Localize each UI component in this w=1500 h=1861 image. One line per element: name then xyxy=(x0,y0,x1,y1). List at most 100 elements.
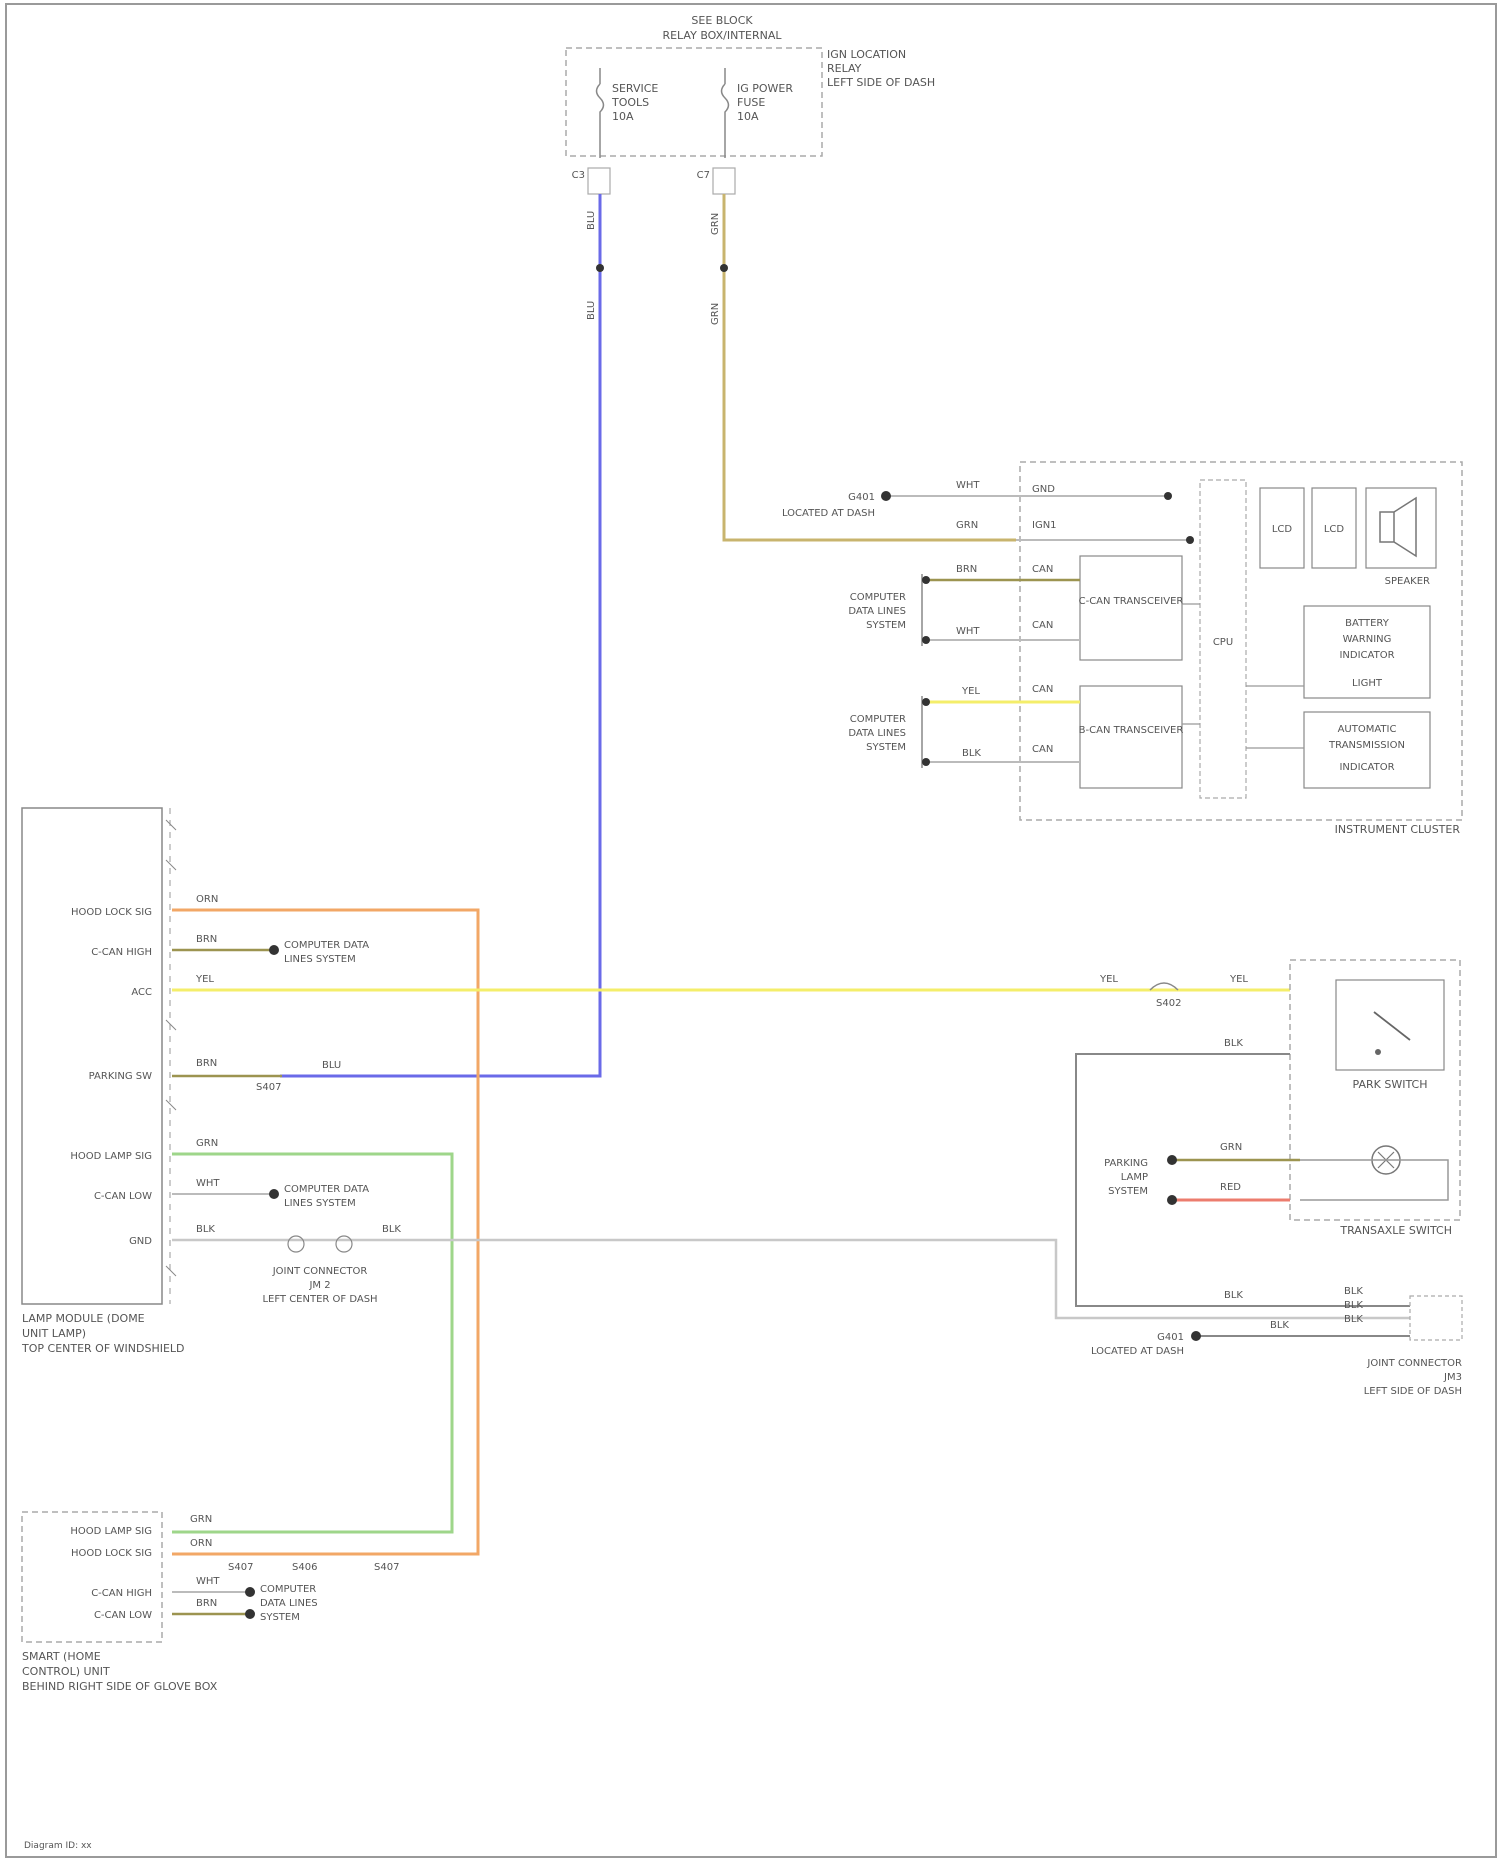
smart-wire-orange-label: ORN xyxy=(190,1538,212,1549)
cluster-can-high-wire-label: BRN xyxy=(956,564,977,575)
cluster-ign-dot-end xyxy=(1186,536,1194,544)
park-wire-in-label: YEL xyxy=(1099,974,1118,985)
fuse-left-pin: C3 xyxy=(572,170,585,181)
joint-label-3: LEFT CENTER OF DASH xyxy=(262,1294,377,1305)
trans-panel-line-3: INDICATOR xyxy=(1339,762,1394,773)
wire-after-joint-label: BLK xyxy=(382,1224,401,1235)
park-switch: PARK SWITCH YEL YEL S402 BLK xyxy=(1076,960,1460,1306)
wire-green-label: GRN xyxy=(196,1138,218,1149)
smart-network-3: SYSTEM xyxy=(260,1612,300,1623)
joint-label-1: JOINT CONNECTOR xyxy=(272,1266,368,1277)
fuse-box-outline xyxy=(566,48,822,156)
smart-network-2: DATA LINES xyxy=(260,1598,318,1609)
cluster-can-low-dot xyxy=(922,636,930,644)
transaxle-wire-a-label: GRN xyxy=(1220,1142,1242,1153)
smart-key-label-1: SMART (HOME xyxy=(22,1650,101,1663)
network-lower-line-3: SYSTEM xyxy=(866,742,906,753)
battery-panel-line-1: BATTERY xyxy=(1345,618,1390,629)
cluster-bcan-pin-2: CAN xyxy=(1032,744,1053,755)
ground-joint: BLK BLK BLK BLK BLK G401 LOCATED AT DASH… xyxy=(1091,1286,1462,1397)
wire-ccan-low-label: WHT xyxy=(196,1178,220,1189)
cluster-ground-location: LOCATED AT DASH xyxy=(782,508,875,519)
lamp-pin-hood-lock: HOOD LOCK SIG xyxy=(71,907,152,918)
transaxle-label: TRANSAXLE SWITCH xyxy=(1339,1224,1452,1237)
blue-inline-connector xyxy=(596,264,604,272)
smart-ccan-low-wire-label: BRN xyxy=(196,1598,217,1609)
joint-pin-1 xyxy=(288,1236,304,1252)
cluster-can-high-dot xyxy=(922,576,930,584)
network-upper-line-1: COMPUTER xyxy=(850,592,906,603)
splice-blu-label: BLU xyxy=(322,1060,341,1071)
wire-green xyxy=(172,1154,452,1532)
ground-joint-label-2: JM3 xyxy=(1443,1372,1462,1383)
lamp-pin-ccan-high: C-CAN HIGH xyxy=(91,947,152,958)
network-upper-line-3: SYSTEM xyxy=(866,620,906,631)
wire-orange-label: ORN xyxy=(196,894,218,905)
lamp-pin-hood-lamp: HOOD LAMP SIG xyxy=(70,1151,152,1162)
smart-key-label-2: CONTROL) UNIT xyxy=(22,1665,110,1678)
fuse-right-pin: C7 xyxy=(697,170,710,181)
cluster-can-pin-2: CAN xyxy=(1032,620,1053,631)
lamp-module-box xyxy=(22,808,162,1304)
wire-tan-label-top: GRN xyxy=(710,213,721,235)
wire-tan-label-bottom: GRN xyxy=(710,303,721,325)
cluster-wire-top-label: WHT xyxy=(956,480,980,491)
smart-network-1: COMPUTER xyxy=(260,1584,316,1595)
smart-pin-ccan-low: C-CAN LOW xyxy=(94,1610,152,1621)
cluster-gnd-dot xyxy=(881,491,891,501)
ground-joint-ground: G401 xyxy=(1157,1332,1184,1343)
smart-ccan-high-dot xyxy=(245,1587,255,1597)
joint-label-2: JM 2 xyxy=(308,1280,330,1291)
splice-s407-label: S407 xyxy=(256,1082,281,1093)
wire-yellow-label: YEL xyxy=(195,974,214,985)
cluster-lcd-2-label: LCD xyxy=(1324,524,1345,535)
fuse-left-name: SERVICE xyxy=(612,82,658,95)
smart-wire-green-label: GRN xyxy=(190,1514,212,1525)
lamp-pin-ticks xyxy=(166,820,176,1276)
cluster-gnd-ground-label: G401 xyxy=(848,492,875,503)
cluster-bcan-low-dot xyxy=(922,758,930,766)
ground-joint-g-wire-label: BLK xyxy=(1270,1320,1289,1331)
network-lower-line-1: COMPUTER xyxy=(850,714,906,725)
transaxle-switch: TRANSAXLE SWITCH GRN RED PARKING LAMP SY… xyxy=(1104,1142,1452,1237)
park-wire-out-label: YEL xyxy=(1229,974,1248,985)
cluster-gnd-dot-end xyxy=(1164,492,1172,500)
smart-key-unit: HOOD LAMP SIG HOOD LOCK SIG C-CAN HIGH C… xyxy=(22,1512,399,1693)
transaxle-dot-a xyxy=(1167,1155,1177,1165)
fuse-box-side-label-2: RELAY xyxy=(827,62,862,75)
wire-blue-label-top: BLU xyxy=(586,211,597,230)
page-frame xyxy=(6,4,1496,1857)
ccan-low-dot xyxy=(269,1189,279,1199)
fuse-box-title-1: SEE BLOCK xyxy=(691,14,753,27)
cluster-pin-top: GND xyxy=(1032,484,1055,495)
cluster-bcan-pin-1: CAN xyxy=(1032,684,1053,695)
cluster-bcan-high-dot xyxy=(922,698,930,706)
battery-panel-line-2: WARNING xyxy=(1343,634,1392,645)
cluster-bcan-label: B-CAN TRANSCEIVER xyxy=(1079,725,1184,736)
network-lower-line-2: DATA LINES xyxy=(848,728,906,739)
wire-blue-label-bottom: BLU xyxy=(586,301,597,320)
park-gnd-wire-label: BLK xyxy=(1224,1038,1243,1049)
cluster-can-low-wire-label: WHT xyxy=(956,626,980,637)
wire-parking-sw-label: BRN xyxy=(196,1058,217,1069)
fuse-relay-box: SEE BLOCK RELAY BOX/INTERNAL IGN LOCATIO… xyxy=(566,14,935,194)
wire-ccan-high-label: BRN xyxy=(196,934,217,945)
ground-joint-wire-2: BLK xyxy=(1344,1300,1363,1311)
fuse-right-name: IG POWER xyxy=(737,82,793,95)
lamp-pin-gnd: GND xyxy=(129,1236,152,1247)
battery-panel-line-3: INDICATOR xyxy=(1339,650,1394,661)
wire-gnd-label: BLK xyxy=(196,1224,215,1235)
fuse-left-symbol xyxy=(597,68,604,158)
fuse-right-pin-box xyxy=(713,168,735,194)
trans-panel-line-1: AUTOMATIC xyxy=(1338,724,1397,735)
smart-ccan-high-wire-label: WHT xyxy=(196,1576,220,1587)
wire-orange xyxy=(172,910,478,1554)
ground-joint-label-3: LEFT SIDE OF DASH xyxy=(1364,1386,1462,1397)
park-splice-label: S402 xyxy=(1156,998,1181,1009)
smart-pin-hood-lamp: HOOD LAMP SIG xyxy=(70,1526,152,1537)
park-switch-node xyxy=(1375,1049,1381,1055)
park-switch-contact xyxy=(1374,1012,1410,1040)
lamp-module: LAMP MODULE (DOME UNIT LAMP) TOP CENTER … xyxy=(21,808,1410,1554)
cluster-bcan-transceiver xyxy=(1080,686,1182,788)
tan-inline-connector xyxy=(720,264,728,272)
